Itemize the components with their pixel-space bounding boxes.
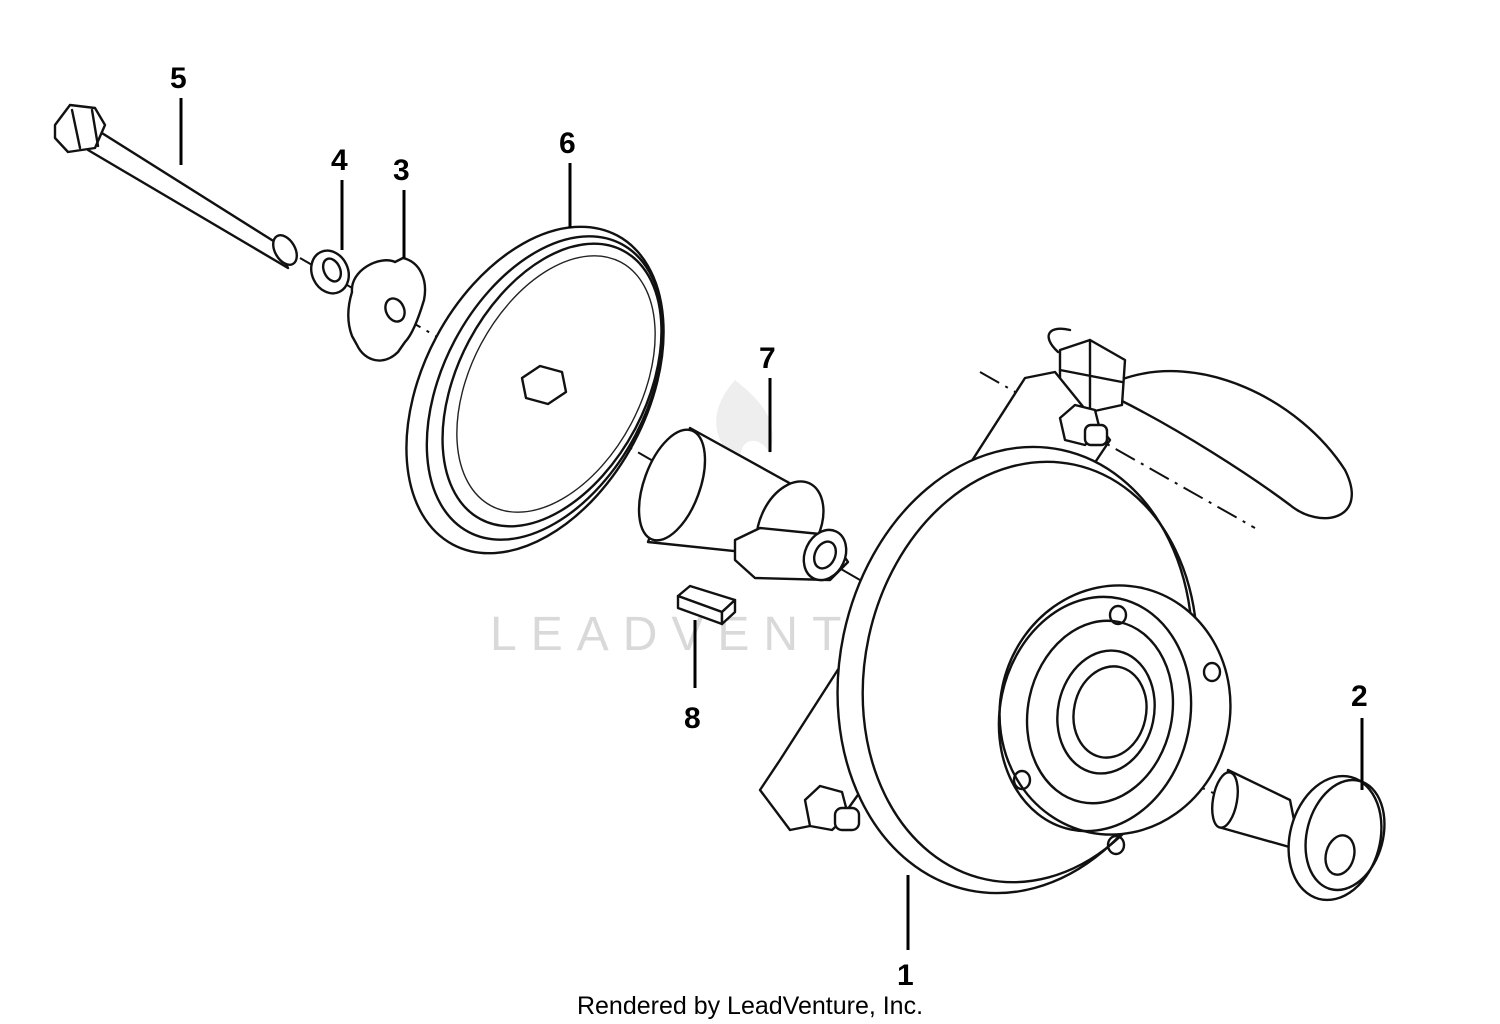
bushing (1211, 768, 1386, 902)
idler-hub (637, 426, 850, 582)
callout-1: 1 (897, 959, 914, 992)
callout-2: 2 (1351, 680, 1368, 713)
washer (310, 249, 350, 295)
credit-text: Rendered by LeadVenture, Inc. (577, 992, 923, 1020)
callout-3: 3 (393, 154, 410, 187)
key (676, 584, 737, 626)
callout-5: 5 (170, 62, 187, 95)
pulley (405, 225, 665, 555)
bolt (53, 103, 298, 270)
callout-8: 8 (684, 702, 701, 735)
callout-6: 6 (559, 127, 576, 160)
pto-clutch (758, 327, 1353, 895)
spacer-plate (347, 256, 427, 362)
callout-7: 7 (759, 342, 776, 375)
callout-4: 4 (331, 144, 348, 177)
